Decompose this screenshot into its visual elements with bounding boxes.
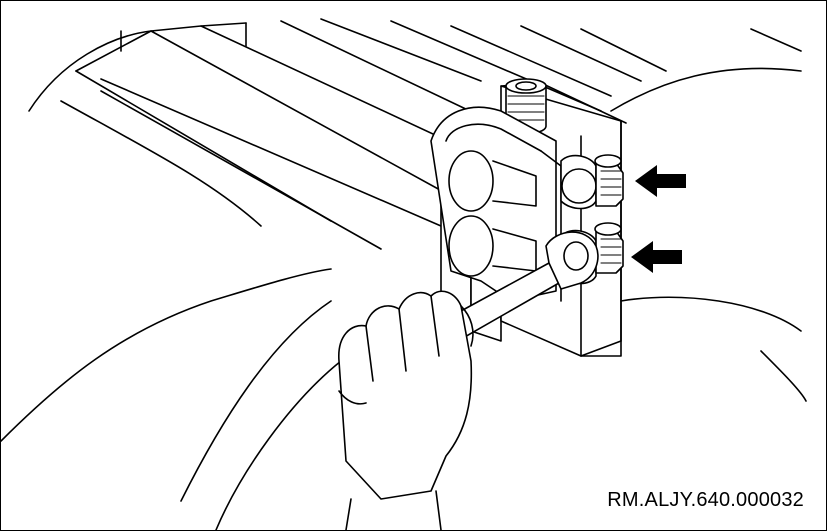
- lower-arrow-icon: [631, 241, 682, 273]
- background-body: [1, 30, 342, 530]
- valve-bracket: [430, 106, 562, 302]
- frame-rails: [75, 18, 802, 250]
- figure-reference-code: RM.ALJY.640.000032: [607, 489, 804, 511]
- indicator-arrows: [631, 165, 686, 273]
- wrench: [438, 231, 599, 347]
- upper-pipe-fitting: [560, 154, 624, 210]
- hand: [338, 290, 474, 530]
- upper-arrow-icon: [635, 165, 686, 197]
